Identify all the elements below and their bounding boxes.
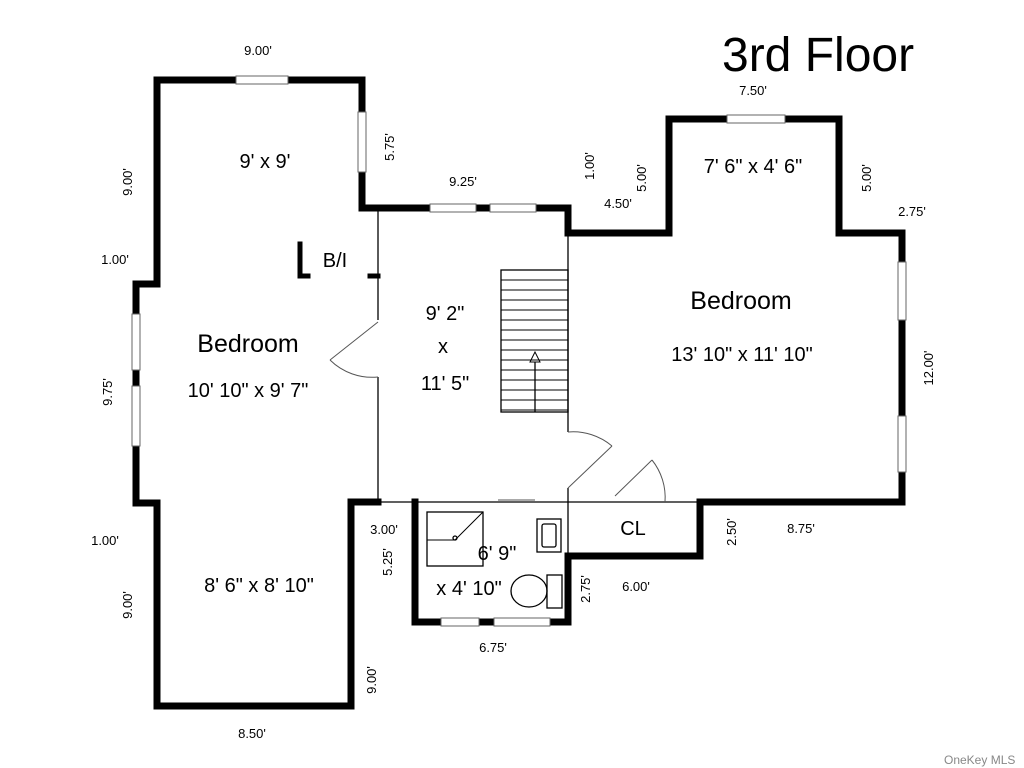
builtin-label: B/I <box>323 250 347 272</box>
hall-size-line2: x <box>438 336 448 358</box>
bathroom-wall <box>411 498 572 626</box>
window <box>429 203 477 213</box>
stairs <box>500 269 569 413</box>
left-bottom-size: 8' 6" x 8' 10" <box>204 575 314 597</box>
dim-250: 2.50' <box>724 518 739 546</box>
dim-1200: 12.00' <box>921 350 936 385</box>
sink <box>536 518 562 553</box>
dim-875: 8.75' <box>787 521 815 536</box>
left-top-size: 9' x 9' <box>240 151 291 173</box>
dim-left-lower: 9.00' <box>120 591 135 619</box>
left-wing-wall <box>132 76 382 710</box>
toilet <box>510 574 548 608</box>
dim-500b: 5.00' <box>859 164 874 192</box>
dim-600: 6.00' <box>622 579 650 594</box>
dim-500a: 5.00' <box>634 164 649 192</box>
room-labels: 9' x 9' Bedroom 10' 10" x 9' 7" 8' 6" x … <box>188 151 813 600</box>
dim-900b: 9.00' <box>364 666 379 694</box>
dim-450: 4.50' <box>604 196 632 211</box>
left-bedroom-name: Bedroom <box>197 330 298 358</box>
dim-left-mid: 9.75' <box>100 378 115 406</box>
dim-575: 5.75' <box>382 133 397 161</box>
dim-525: 5.25' <box>380 548 395 576</box>
right-top-size: 7' 6" x 4' 6" <box>704 156 803 178</box>
dim-bottom-left: 8.50' <box>238 726 266 741</box>
window <box>357 111 367 173</box>
doors <box>329 321 666 503</box>
hall-size-line3: 11' 5" <box>421 373 469 395</box>
right-bedroom-size: 13' 10" x 11' 10" <box>671 344 813 366</box>
dim-left-step1: 1.00' <box>101 252 129 267</box>
dim-750: 7.50' <box>739 83 767 98</box>
bathroom-fixtures <box>426 511 563 609</box>
dim-925: 9.25' <box>449 174 477 189</box>
dim-left-upper: 9.00' <box>120 168 135 196</box>
dim-275a: 2.75' <box>898 204 926 219</box>
window <box>489 203 537 213</box>
left-bedroom-size: 10' 10" x 9' 7" <box>188 380 309 402</box>
window <box>131 385 141 447</box>
dim-100b: 1.00' <box>582 152 597 180</box>
window <box>235 75 289 85</box>
closet-label: CL <box>620 518 646 540</box>
dim-top-left: 9.00' <box>244 43 272 58</box>
window <box>440 617 480 627</box>
floor-title: 3rd Floor <box>722 29 914 82</box>
bath-size-line2: x 4' 10" <box>436 578 501 600</box>
dimension-labels: 9.00' 9.00' 1.00' 9.75' 1.00' 9.00' 8.50… <box>91 43 936 741</box>
shower <box>426 511 484 567</box>
dim-275b: 2.75' <box>578 575 593 603</box>
window <box>493 617 551 627</box>
watermark: OneKey MLS <box>944 753 1015 767</box>
hall-size-line1: 9' 2" <box>426 303 465 325</box>
right-bedroom-name: Bedroom <box>690 287 791 315</box>
builtin-closet-wall <box>297 241 311 279</box>
window <box>131 313 141 371</box>
window <box>726 114 786 124</box>
dim-300: 3.00' <box>370 522 398 537</box>
windows <box>131 75 907 627</box>
dim-left-step2: 1.00' <box>91 533 119 548</box>
window <box>897 261 907 321</box>
dim-675: 6.75' <box>479 640 507 655</box>
bath-size-line1: 6' 9" <box>478 543 517 565</box>
window <box>897 415 907 473</box>
